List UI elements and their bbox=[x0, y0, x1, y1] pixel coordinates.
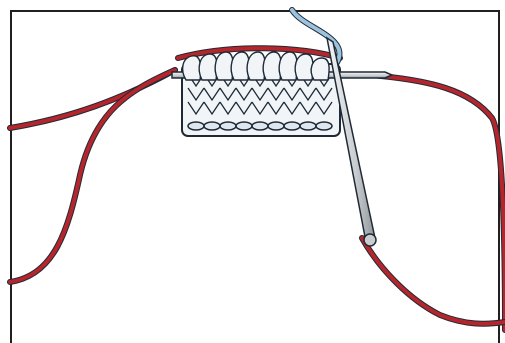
right-needle bbox=[327, 38, 376, 246]
stitch-loops bbox=[183, 52, 329, 80]
